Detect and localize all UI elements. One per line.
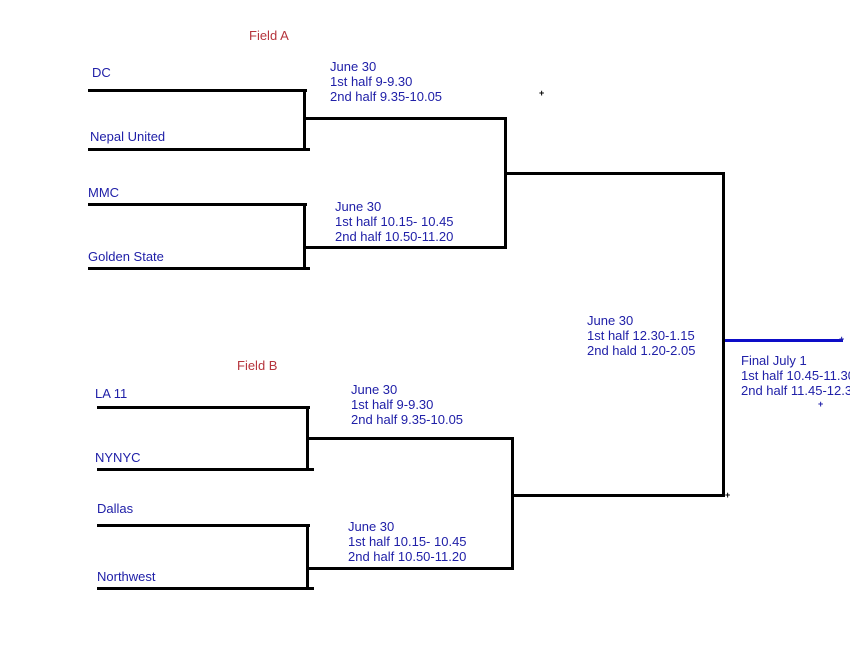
team-label-nepal-united: Nepal United xyxy=(90,129,166,144)
game-first-half: 1st half 10.45-11.30 xyxy=(741,368,850,383)
team-label-nynyc: NYNYC xyxy=(95,450,141,465)
stray-plus-mark-junction: + xyxy=(725,490,731,500)
bracket-winner-line-b2 xyxy=(306,567,514,570)
game-second-half: 2nd half 11.45-12.30 xyxy=(741,383,850,398)
game-second-half: 2nd half 10.50-11.20 xyxy=(335,229,454,244)
stray-plus-mark-below-final-text: + xyxy=(818,399,824,409)
game-first-half: 1st half 9-9.30 xyxy=(351,397,434,412)
bracket-winner-line-b1 xyxy=(306,437,514,440)
game-date: June 30 xyxy=(351,382,398,397)
team-label-golden-state: Golden State xyxy=(88,249,164,264)
semifinal-schedule: June 30 1st half 12.30-1.15 2nd hald 1.2… xyxy=(587,313,695,358)
bracket-line-dc xyxy=(88,89,307,92)
team-label-la-11: LA 11 xyxy=(95,386,128,401)
bracket-connector-semifinal-a xyxy=(504,117,507,249)
game-second-half: 2nd half 9.35-10.05 xyxy=(351,412,464,427)
bracket-connector-final xyxy=(722,172,725,497)
game-second-half: 2nd half 9.35-10.05 xyxy=(330,89,443,104)
game-first-half: 1st half 10.15- 10.45 xyxy=(335,214,454,229)
game-b2-schedule: June 30 1st half 10.15- 10.45 2nd half 1… xyxy=(348,519,467,564)
stray-plus-mark-top: + xyxy=(539,88,545,98)
team-label-dallas: Dallas xyxy=(97,501,134,516)
game-second-half: 2nd half 10.50-11.20 xyxy=(348,549,467,564)
team-label-northwest: Northwest xyxy=(97,569,156,584)
game-a2-schedule: June 30 1st half 10.15- 10.45 2nd half 1… xyxy=(335,199,454,244)
bracket-line-northwest xyxy=(97,587,314,590)
field-b-label: Field B xyxy=(237,358,278,373)
bracket-winner-line-semifinal-a xyxy=(504,172,725,175)
game-a1-schedule: June 30 1st half 9-9.30 2nd half 9.35-10… xyxy=(330,59,442,104)
bracket-winner-line-a2 xyxy=(303,246,507,249)
game-first-half: 1st half 12.30-1.15 xyxy=(587,328,695,343)
bracket-line-mmc xyxy=(88,203,307,206)
game-first-half: 1st half 10.15- 10.45 xyxy=(348,534,467,549)
bracket-connector-b2 xyxy=(306,524,309,590)
game-date: June 30 xyxy=(348,519,395,534)
bracket-line-la-11 xyxy=(97,406,310,409)
bracket-line-golden-state xyxy=(88,267,310,270)
game-date: June 30 xyxy=(335,199,382,214)
bracket-winner-line-semifinal-b xyxy=(511,494,725,497)
game-second-half: 2nd hald 1.20-2.05 xyxy=(587,343,696,358)
bracket-winner-line-a1 xyxy=(303,117,507,120)
game-date: June 30 xyxy=(587,313,634,328)
team-label-dc: DC xyxy=(92,65,111,80)
bracket-line-nepal-united xyxy=(88,148,310,151)
game-b1-schedule: June 30 1st half 9-9.30 2nd half 9.35-10… xyxy=(351,382,463,427)
bracket-connector-a1 xyxy=(303,89,306,151)
bracket-connector-semifinal-b xyxy=(511,437,514,570)
field-a-label: Field A xyxy=(249,28,289,43)
team-label-mmc: MMC xyxy=(88,185,120,200)
bracket-line-dallas xyxy=(97,524,310,527)
stray-plus-mark-final-line-end: + xyxy=(839,334,845,344)
final-winner-line xyxy=(725,339,843,342)
final-schedule: Final July 1 1st half 10.45-11.30 2nd ha… xyxy=(741,353,850,398)
bracket-line-nynyc xyxy=(97,468,314,471)
game-date: June 30 xyxy=(330,59,377,74)
game-first-half: 1st half 9-9.30 xyxy=(330,74,413,89)
final-title: Final July 1 xyxy=(741,353,807,368)
bracket-connector-a2 xyxy=(303,203,306,270)
